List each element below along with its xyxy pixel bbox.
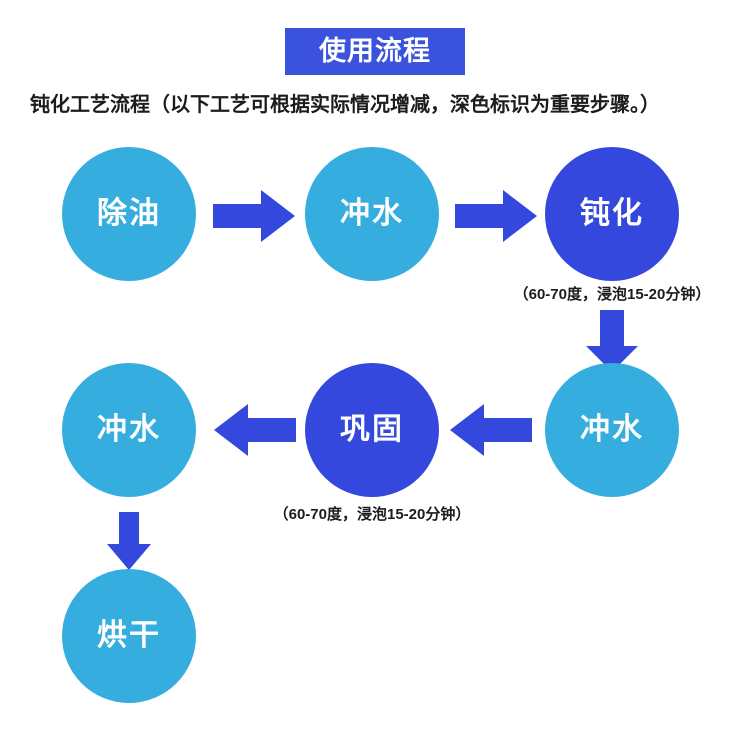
flow-node-label: 巩固 xyxy=(340,413,404,446)
flow-node-label: 烘干 xyxy=(97,619,161,652)
arrow-consolidate-to-rinse2 xyxy=(214,404,296,456)
arrow-passivation-to-rinse2 xyxy=(586,310,638,372)
arrow-rinse2-to-dry xyxy=(107,512,151,570)
flow-node-label: 冲水 xyxy=(97,413,161,446)
flow-node-label: 除油 xyxy=(97,197,161,230)
flow-node-consolidate: 巩固 xyxy=(305,363,439,497)
flow-node-degrease: 除油 xyxy=(62,147,196,281)
flow-node-passivation: 钝化 xyxy=(545,147,679,281)
arrow-rinse1-to-passivation xyxy=(455,190,537,242)
flow-node-rinse-1: 冲水 xyxy=(305,147,439,281)
flow-node-label: 冲水 xyxy=(580,413,644,446)
arrow-rinse3-to-consolidate xyxy=(450,404,532,456)
consolidate-caption: （60-70度，浸泡15-20分钟） xyxy=(273,506,471,523)
flow-node-dry: 烘干 xyxy=(62,569,196,703)
flow-node-rinse-2: 冲水 xyxy=(62,363,196,497)
subtitle-text: 钝化工艺流程（以下工艺可根据实际情况增减，深色标识为重要步骤。） xyxy=(30,94,660,116)
page-title: 使用流程 xyxy=(319,36,431,66)
flow-node-rinse-3: 冲水 xyxy=(545,363,679,497)
page-title-banner: 使用流程 xyxy=(285,28,465,75)
flow-node-label: 钝化 xyxy=(580,197,644,230)
arrow-degrease-to-rinse1 xyxy=(213,190,295,242)
flow-node-label: 冲水 xyxy=(340,197,404,230)
passivation-caption: （60-70度，浸泡15-20分钟） xyxy=(513,286,711,303)
